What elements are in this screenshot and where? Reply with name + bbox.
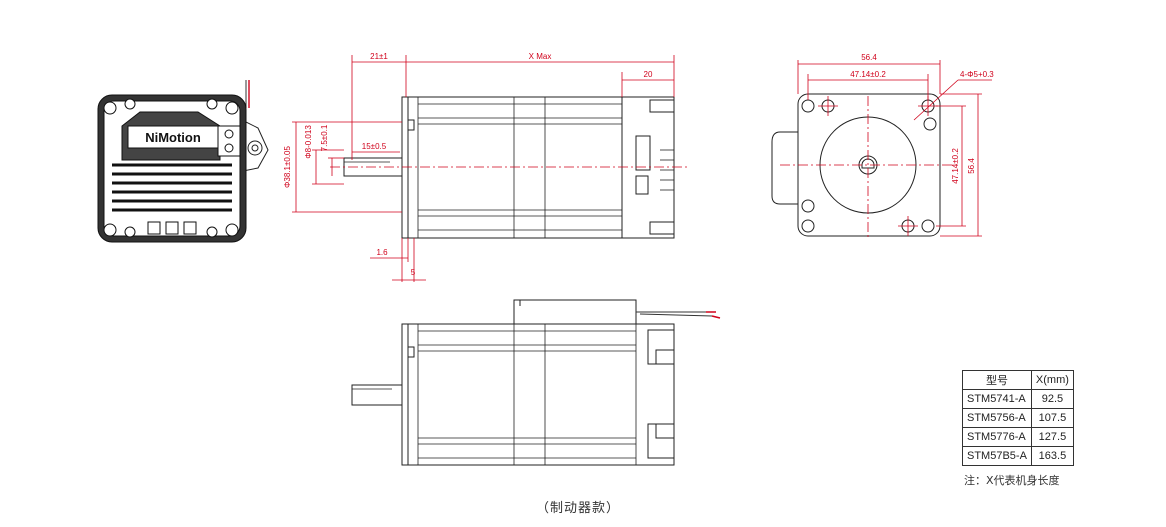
- table-cell-x: 92.5: [1030, 389, 1074, 409]
- side-view-dimensions: 21±1 X Max 20 Φ38.1±0.05 Φ8-0.013 7.5±0.…: [283, 52, 675, 282]
- dim-rear-connector: 20: [644, 70, 653, 79]
- table-header-x: X(mm): [1030, 370, 1074, 390]
- dim-side-height: 56.4: [967, 158, 976, 174]
- table-cell-model: STM5756-A: [962, 408, 1032, 428]
- dim-pilot-diameter: Φ38.1±0.05: [283, 145, 292, 187]
- table-cell-x: 127.5: [1030, 427, 1074, 447]
- dim-hole-spacing-v: 47.14±0.2: [951, 148, 960, 184]
- nimotion-logo: NiMotion: [145, 130, 201, 145]
- brake-version-view: [351, 299, 721, 466]
- heatsink-fins: [112, 163, 232, 212]
- table-row: STM5776-A 127.5: [962, 427, 1074, 447]
- table-cell-model: STM5776-A: [962, 427, 1032, 447]
- side-view: [330, 96, 690, 239]
- table-note: 注：X代表机身长度: [964, 474, 1060, 487]
- rear-view: NiMotion: [97, 80, 269, 243]
- dim-shaft-diameter: Φ8-0.013: [304, 125, 313, 159]
- rear-corner-screws: [103, 98, 239, 238]
- table-cell-x: 163.5: [1030, 446, 1074, 466]
- table-row: STM57B5-A 163.5: [962, 446, 1074, 466]
- dim-flange-thickness: 1.6: [376, 248, 388, 257]
- dim-hole-spacing-h: 47.14±0.2: [850, 70, 886, 79]
- dim-body-length: X Max: [529, 52, 552, 61]
- table-cell-x: 107.5: [1030, 408, 1074, 428]
- dim-square-size: 56.4: [861, 53, 877, 62]
- table-cell-model: STM57B5-A: [962, 446, 1032, 466]
- dim-boss-length: 5: [411, 268, 416, 277]
- table-row: STM5741-A 92.5: [962, 389, 1074, 409]
- table-row: STM5756-A 107.5: [962, 408, 1074, 428]
- front-view-dimensions: 56.4 47.14±0.2 4-Φ5+0.3 47.14±0.2 56.4: [797, 53, 994, 237]
- model-spec-table: 型号 X(mm) STM5741-A 92.5 STM5756-A 107.5 …: [962, 370, 1074, 466]
- dim-flat-height: 7.5±0.1: [320, 124, 329, 151]
- dim-mount-holes: 4-Φ5+0.3: [960, 70, 994, 79]
- dim-shaft-flat-length: 15±0.5: [362, 142, 387, 151]
- table-header-row: 型号 X(mm): [962, 370, 1074, 390]
- front-view: [771, 93, 958, 240]
- dim-flange-offset: 21±1: [370, 52, 388, 61]
- figure-caption: （制动器款）: [536, 501, 621, 516]
- table-cell-model: STM5741-A: [962, 389, 1032, 409]
- table-header-model: 型号: [962, 370, 1032, 390]
